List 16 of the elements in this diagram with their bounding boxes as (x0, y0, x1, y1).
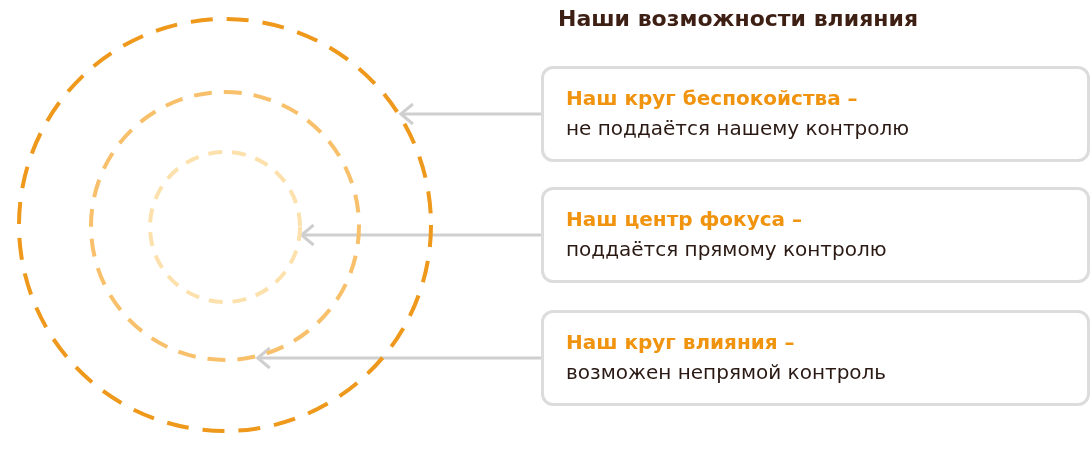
arrow (398, 102, 541, 126)
arrow (299, 223, 541, 247)
card-text: возможен непрямой контроль (566, 359, 888, 386)
text-card (541, 187, 1090, 283)
card-heading: Наш круг беспокойства – (566, 85, 859, 112)
arrow (255, 346, 541, 370)
inner-dashed-circle (148, 150, 302, 304)
card-heading: Наш центр фокуса – (566, 206, 804, 233)
card-heading: Наш круг влияния – (566, 329, 796, 356)
card-text: не поддаётся нашему контролю (566, 115, 911, 142)
text-card (541, 66, 1090, 162)
outer-dashed-circle (17, 17, 433, 433)
card-text: поддаётся прямому контролю (566, 236, 888, 263)
text-card (541, 310, 1090, 406)
heading: Наши возможности влияния (558, 6, 918, 31)
middle-dashed-circle (89, 90, 361, 362)
